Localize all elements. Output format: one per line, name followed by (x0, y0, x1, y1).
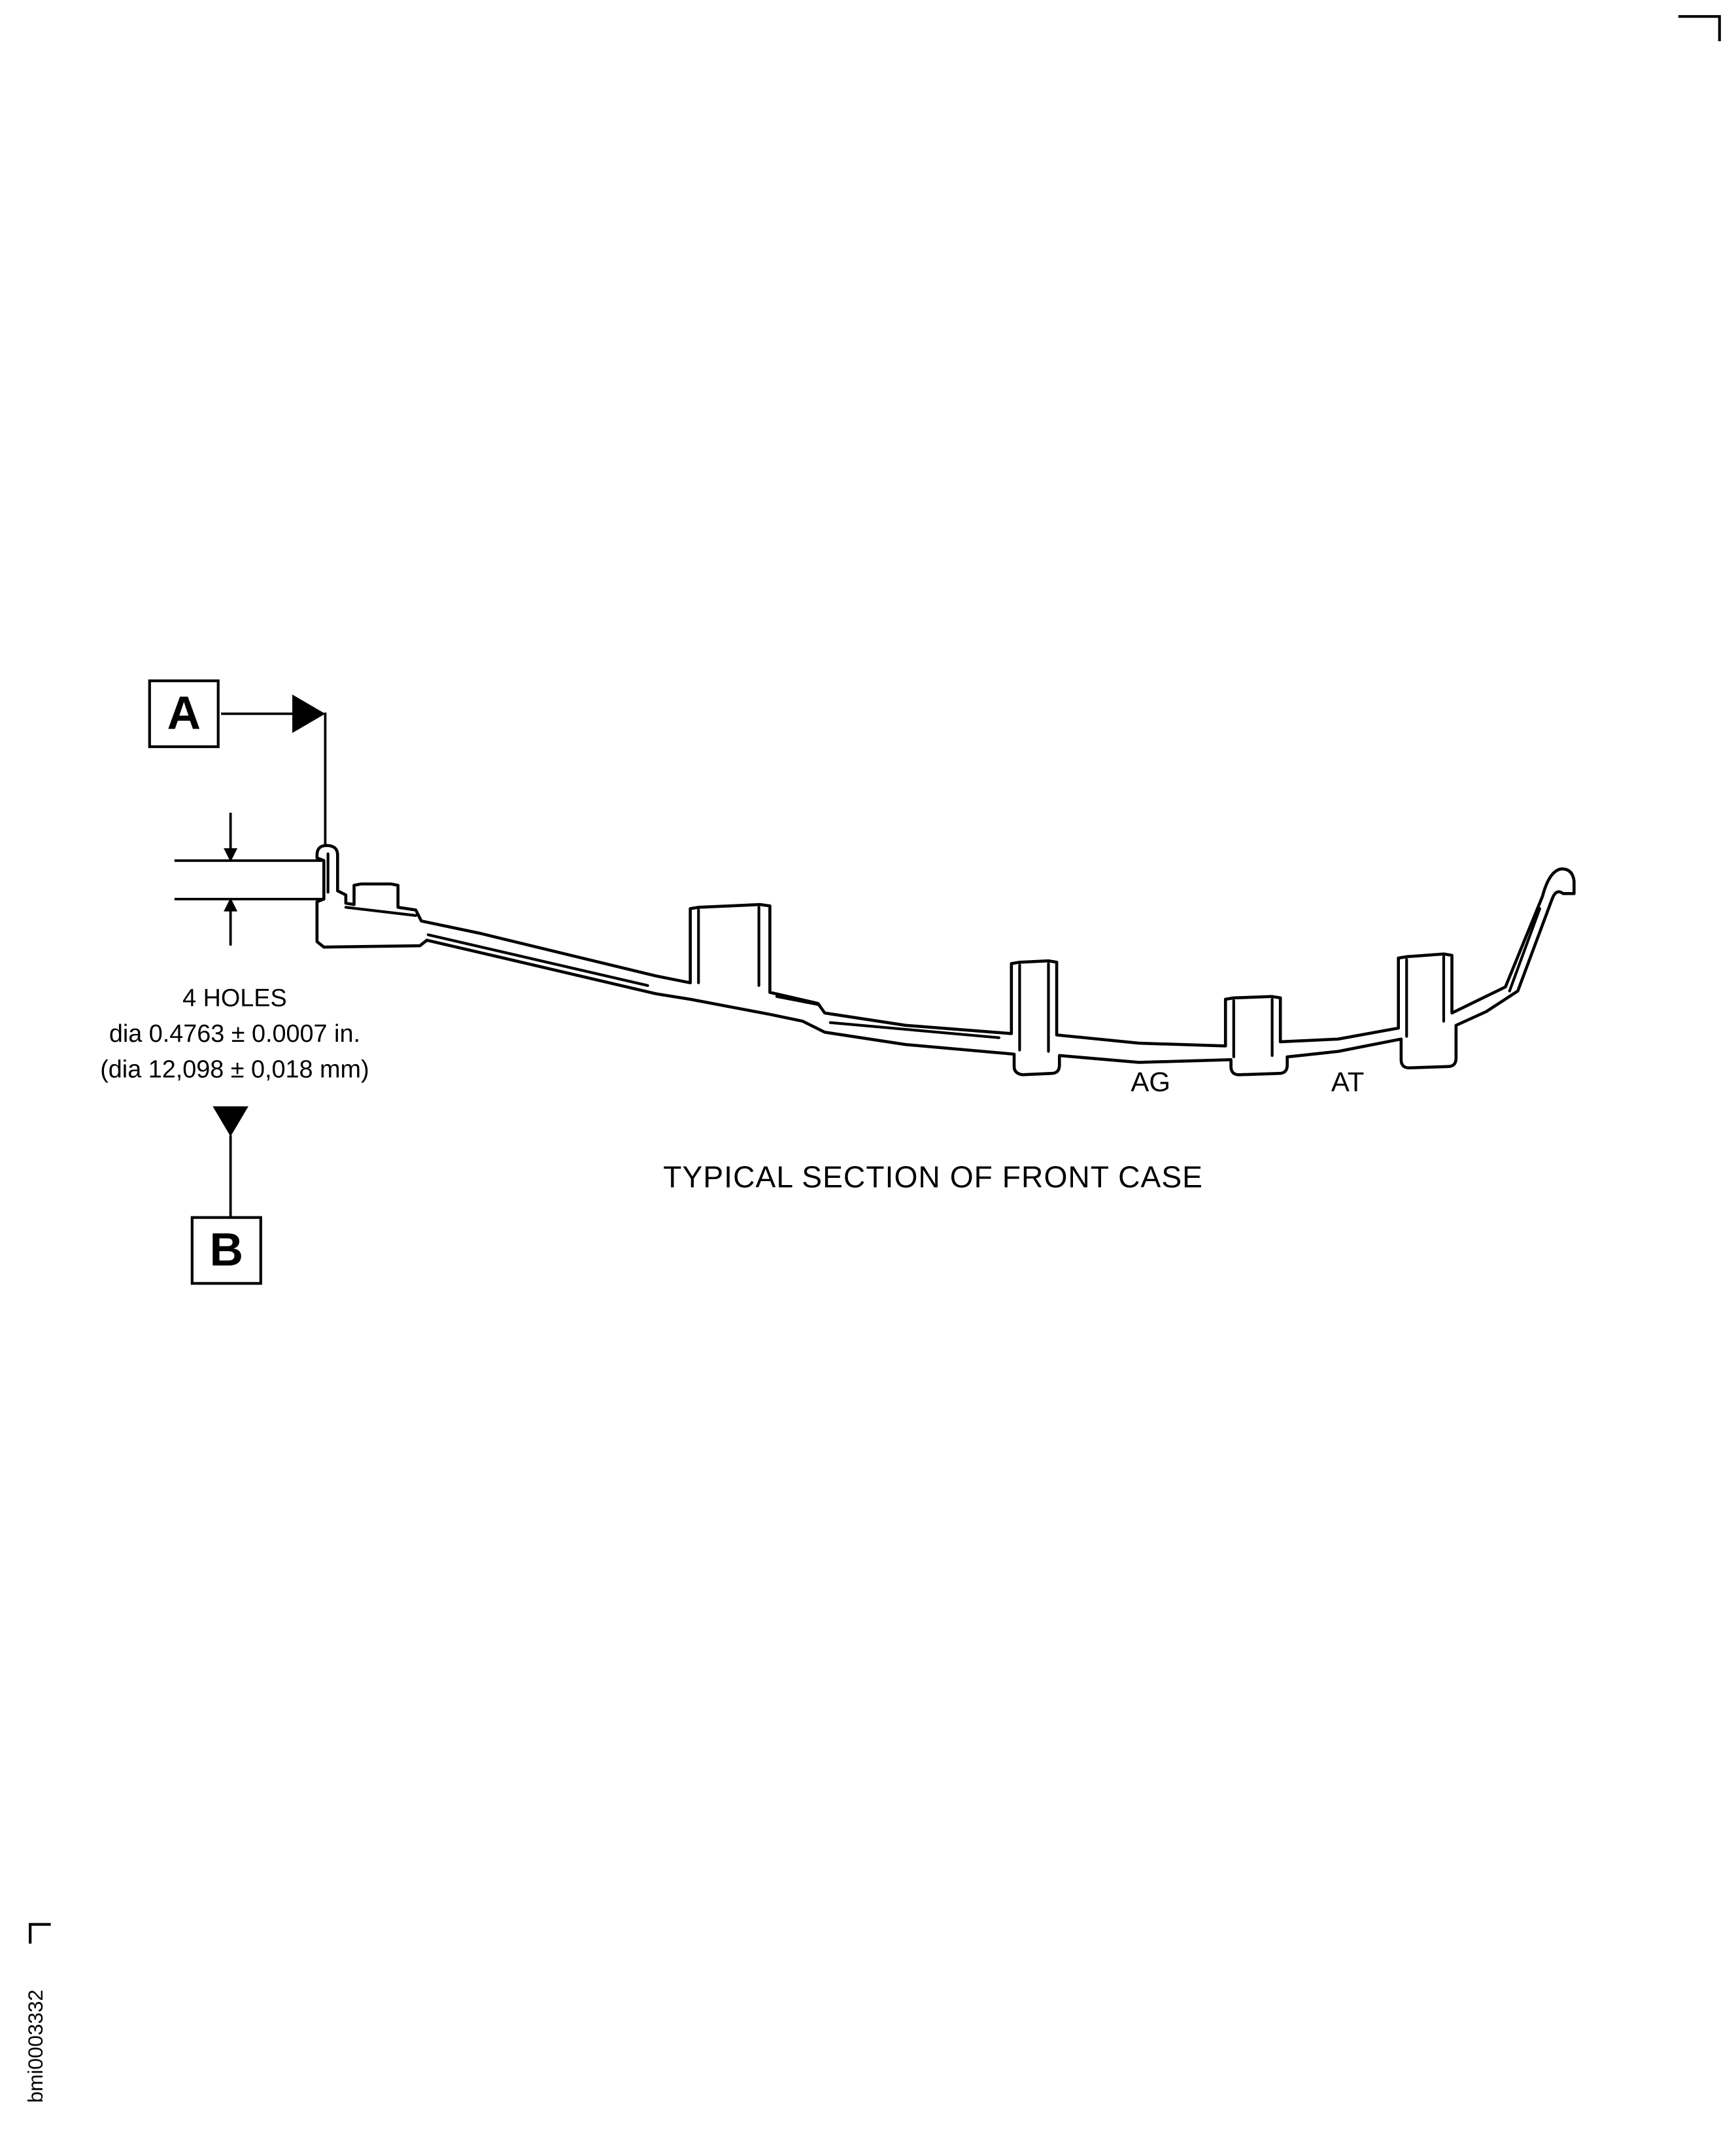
top-right-corner-mark-icon (1678, 15, 1721, 41)
figure-caption: TYPICAL SECTION OF FRONT CASE (663, 1160, 1204, 1194)
dimension-arrow-up-icon (224, 897, 238, 912)
part-label-ag: AG (1131, 1067, 1171, 1099)
bottom-left-corner-mark-icon (29, 1923, 51, 1944)
front-case-cross-section-outline (315, 844, 1576, 1076)
datum-b-label: B (209, 1224, 244, 1276)
datum-b-box: B (190, 1216, 262, 1285)
hole-callout-line-2: dia 0.4763 ± 0.0007 in. (109, 1020, 360, 1048)
hole-callout: 4 HOLES dia 0.4763 ± 0.0007 in. (dia 12,… (55, 980, 415, 1088)
datum-a-label: A (167, 687, 201, 740)
datum-a-flag-icon (292, 694, 326, 733)
datum-a-box: A (148, 679, 220, 748)
hole-callout-line-1: 4 HOLES (182, 984, 287, 1012)
figure-id: bmi0003332 (24, 1989, 48, 2103)
hole-callout-line-3: (dia 12,098 ± 0,018 mm) (100, 1055, 369, 1083)
datum-b-flag-icon (213, 1106, 248, 1137)
dimension-arrow-down-icon (224, 848, 238, 863)
part-label-at: AT (1331, 1067, 1365, 1099)
front-case-inner-detail-lines (326, 852, 1541, 1059)
